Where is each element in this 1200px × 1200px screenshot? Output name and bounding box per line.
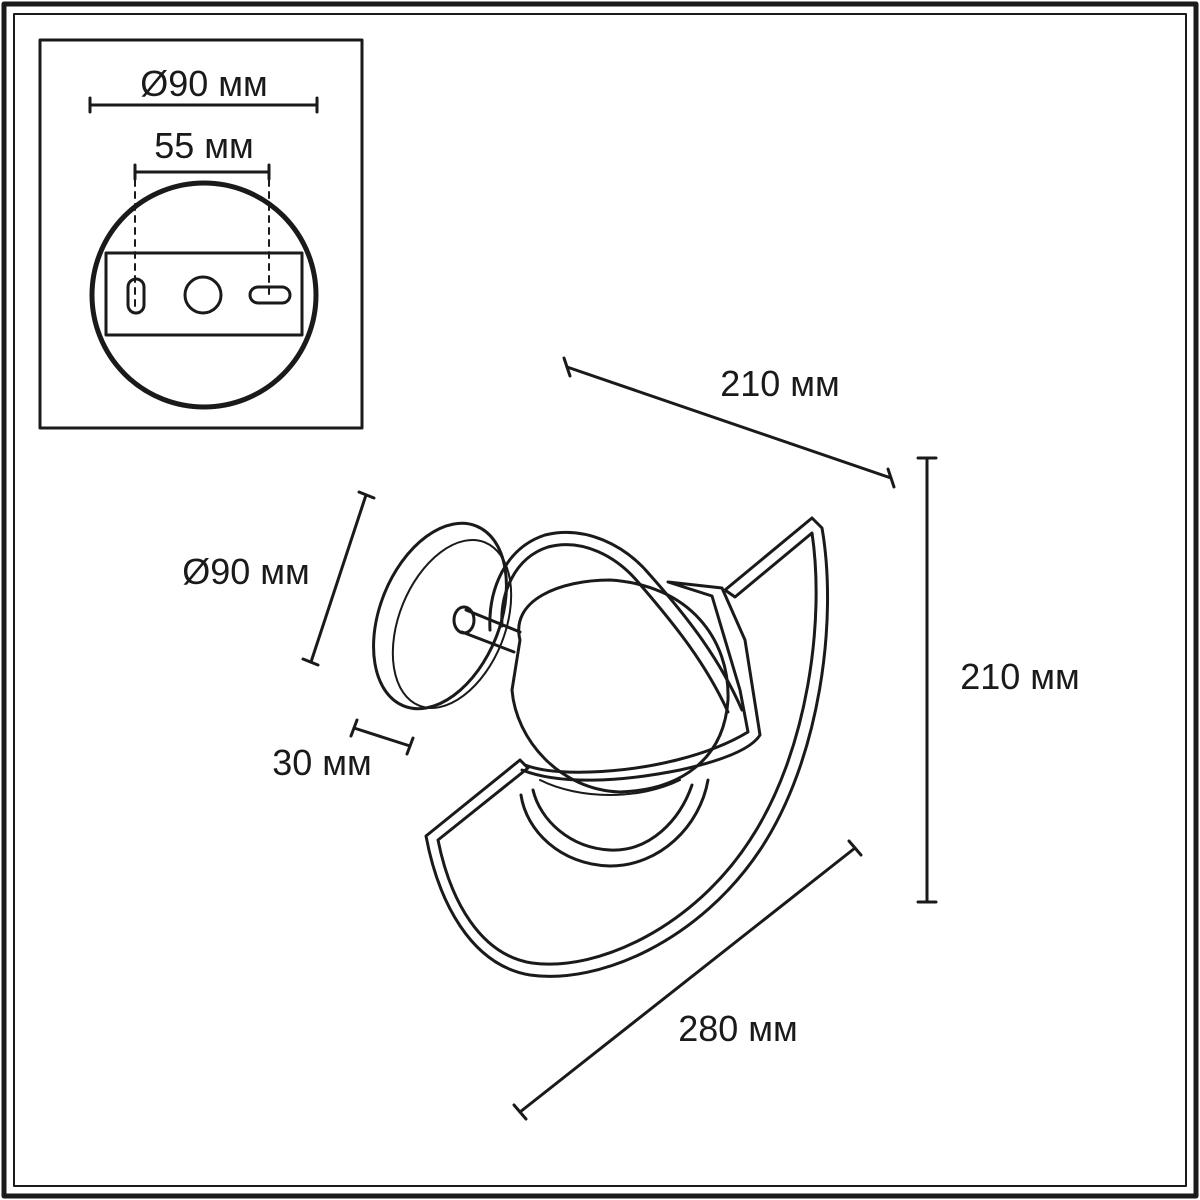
inset-diameter-dimension: Ø90 мм xyxy=(88,63,319,114)
crescent-frame xyxy=(424,516,830,978)
glass-sphere xyxy=(510,578,730,796)
plate-diameter-label: Ø90 мм xyxy=(182,551,310,592)
inset-hole-spacing-label: 55 мм xyxy=(154,125,254,166)
width-dimension: 280 мм xyxy=(512,839,863,1121)
plate-thickness-label: 30 мм xyxy=(272,742,372,783)
plate-diameter-dimension: Ø90 мм xyxy=(182,490,376,667)
mounting-slot-vertical xyxy=(126,277,146,315)
height-dimension: 210 мм xyxy=(916,456,1080,904)
depth-label: 210 мм xyxy=(720,363,840,404)
inset-diameter-label: Ø90 мм xyxy=(140,63,268,104)
depth-dimension: 210 мм xyxy=(562,356,896,489)
inner-ring-upper xyxy=(488,530,744,714)
inner-ring-lower xyxy=(519,580,762,868)
center-hole xyxy=(183,275,223,315)
connecting-rod xyxy=(452,605,522,654)
mounting-slot-horizontal xyxy=(248,285,292,305)
mounting-plate-inset: Ø90 мм 55 мм xyxy=(38,38,364,430)
inset-frame xyxy=(38,38,364,430)
width-label: 280 мм xyxy=(678,1008,798,1049)
plate-thickness-dimension: 30 мм xyxy=(272,718,415,783)
height-label: 210 мм xyxy=(960,656,1080,697)
mounting-plate-front-view xyxy=(89,180,319,410)
inset-hole-spacing-dimension: 55 мм xyxy=(133,125,271,311)
wall-lamp-illustration xyxy=(372,516,830,978)
wall-plate xyxy=(372,521,513,711)
